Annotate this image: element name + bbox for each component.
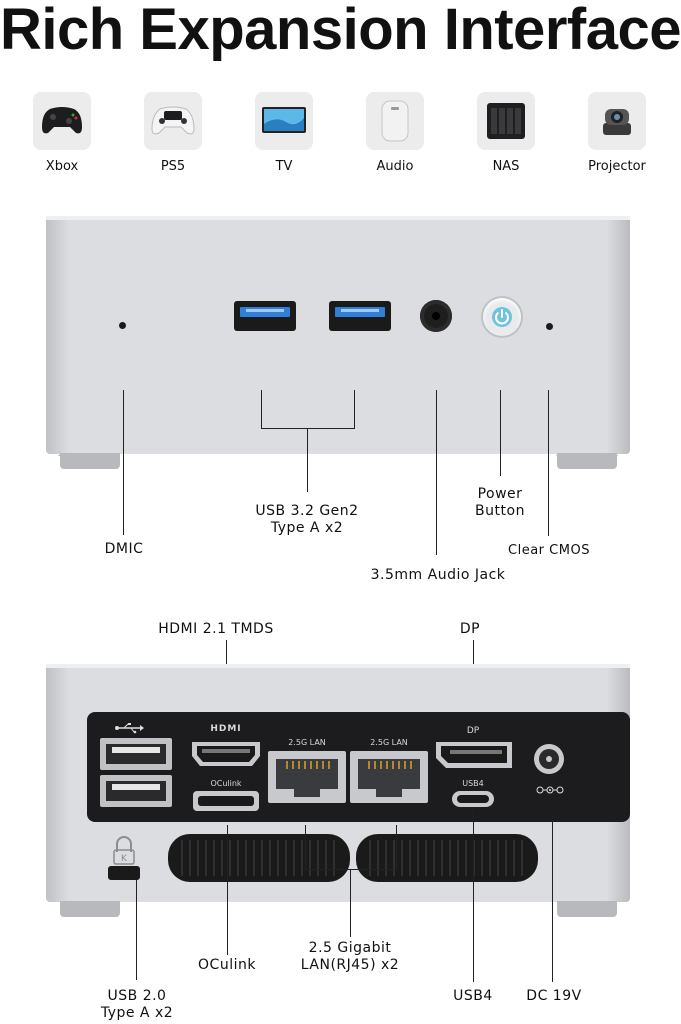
power-label-line1: Power (477, 486, 523, 502)
clear-cmos-label: Clear CMOS (508, 543, 590, 558)
dc-label: DC 19V (526, 988, 582, 1004)
leader-usb3-stem (307, 428, 308, 492)
device-label-nas: NAS (492, 159, 520, 174)
dc-jack[interactable] (534, 744, 564, 774)
hdmi-logo: HDMI (210, 724, 242, 734)
oculink-port[interactable] (193, 791, 259, 811)
lan-label-line1: 2.5 Gigabit (308, 940, 392, 956)
power-label: Power Button (455, 486, 545, 520)
front-foot-right (557, 453, 617, 469)
svg-text:K: K (121, 854, 128, 864)
device-nas (477, 92, 535, 150)
audio-jack[interactable] (420, 300, 452, 332)
dp-callout: DP (459, 621, 481, 637)
usb3-port-2[interactable] (329, 301, 391, 331)
leader-cmos (548, 390, 549, 536)
usb3-port-1[interactable] (234, 301, 296, 331)
oculink-label: OCulink (198, 957, 256, 973)
usb3-label: USB 3.2 Gen2 Type A x2 (227, 503, 387, 537)
power-button[interactable] (483, 298, 521, 336)
usb3-label-line1: USB 3.2 Gen2 (255, 503, 359, 519)
power-label-line2: Button (475, 503, 525, 519)
front-panel (46, 216, 630, 456)
leader-dc (552, 815, 553, 982)
front-foot-left (60, 453, 120, 469)
rear-foot-left (60, 901, 120, 917)
lan-port-2[interactable] (350, 751, 428, 803)
lan-port-1[interactable] (268, 751, 346, 803)
hdmi-port[interactable] (190, 740, 262, 768)
leader-usb3-b (354, 390, 355, 428)
device-projector (588, 92, 646, 150)
device-label-projector: Projector (588, 159, 646, 174)
leader-audio (436, 390, 437, 555)
leader-lan-stem (350, 869, 351, 937)
rear-foot-right (557, 901, 617, 917)
device-label-xbox: Xbox (45, 159, 79, 174)
device-label-audio: Audio (376, 159, 414, 174)
usb3-label-line2: Type A x2 (270, 520, 344, 536)
leader-usb4 (473, 810, 474, 982)
clear-cmos-hole (546, 323, 553, 330)
device-audio (366, 92, 424, 150)
oculink-port-label: OCulink (210, 779, 242, 788)
dmic-hole (119, 322, 126, 329)
usb2-label-line1: USB 2.0 (107, 988, 167, 1004)
dmic-label: DMIC (104, 541, 144, 557)
device-label-ps5: PS5 (160, 159, 186, 174)
lan-port-2-label: 2.5G LAN (370, 738, 408, 747)
leader-lan-b (396, 825, 397, 870)
kensington-lock-icon: K (108, 832, 140, 880)
dp-port-label: DP (466, 726, 480, 736)
usb4-port-label: USB4 (462, 779, 484, 788)
page-title: Rich Expansion Interface (0, 0, 681, 62)
hdmi-callout: HDMI 2.1 TMDS (158, 621, 274, 637)
usb-icon (114, 719, 144, 734)
usb4-label: USB4 (453, 988, 493, 1004)
leader-usb2 (136, 880, 137, 980)
speaker-icon (366, 92, 424, 150)
device-xbox (33, 92, 91, 150)
usb2-port-2[interactable] (100, 775, 172, 807)
lan-label-line2: LAN(RJ45) x2 (300, 957, 400, 973)
leader-lan-bar (305, 869, 397, 870)
leader-power (500, 390, 501, 476)
lan-port-1-label: 2.5G LAN (288, 738, 326, 747)
device-tv (255, 92, 313, 150)
leader-usb3-a (261, 390, 262, 428)
nas-icon (477, 92, 535, 150)
gamepad-icon (33, 92, 91, 150)
usb2-label: USB 2.0 Type A x2 (78, 988, 196, 1022)
leader-usb3-bar (261, 428, 355, 429)
usb2-port-1[interactable] (100, 738, 172, 770)
audio-jack-label: 3.5mm Audio Jack (370, 567, 506, 583)
dc-polarity-icon (536, 780, 564, 794)
leader-lan-a (305, 825, 306, 870)
projector-icon (588, 92, 646, 150)
lan-label: 2.5 Gigabit LAN(RJ45) x2 (270, 940, 430, 974)
tv-icon (255, 92, 313, 150)
leader-oculink (227, 825, 228, 955)
power-icon (492, 307, 512, 327)
usb4-port[interactable] (452, 791, 494, 807)
dp-port[interactable] (434, 740, 514, 770)
usb2-label-line2: Type A x2 (100, 1005, 174, 1021)
device-label-tv: TV (275, 159, 293, 174)
ps5-controller-icon (144, 92, 202, 150)
leader-dmic (123, 390, 124, 535)
device-ps5 (144, 92, 202, 150)
